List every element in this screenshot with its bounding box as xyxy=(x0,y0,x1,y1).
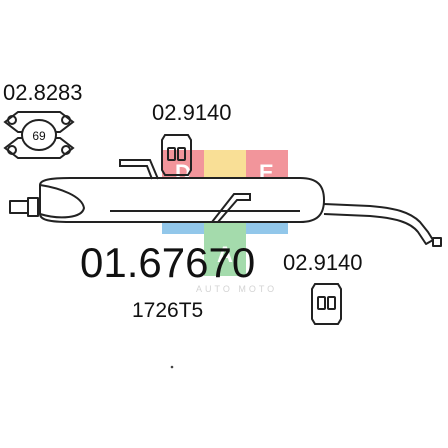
hanger-part-number-right: 02.9140 xyxy=(283,250,363,275)
muffler-part-number: 01.67670 xyxy=(80,239,255,286)
muffler-bracket-right xyxy=(211,193,251,223)
hanger-icon-top xyxy=(161,134,192,176)
clamp-part-number: 02.8283 xyxy=(3,80,83,105)
stray-dot xyxy=(170,365,174,369)
hanger-icon-right xyxy=(311,283,342,325)
oem-reference-number: 1726T5 xyxy=(132,299,203,322)
watermark-tile-7 xyxy=(204,234,246,276)
clamp-size-label: 69 xyxy=(32,129,46,143)
hanger-part-number-top: 02.9140 xyxy=(152,100,232,125)
watermark-tagline: AUTO MOTO xyxy=(196,284,277,294)
watermark-letter-3: A xyxy=(217,242,233,267)
clamp-icon xyxy=(3,111,75,159)
muffler-bracket-left xyxy=(119,159,159,180)
muffler-icon xyxy=(9,177,442,247)
